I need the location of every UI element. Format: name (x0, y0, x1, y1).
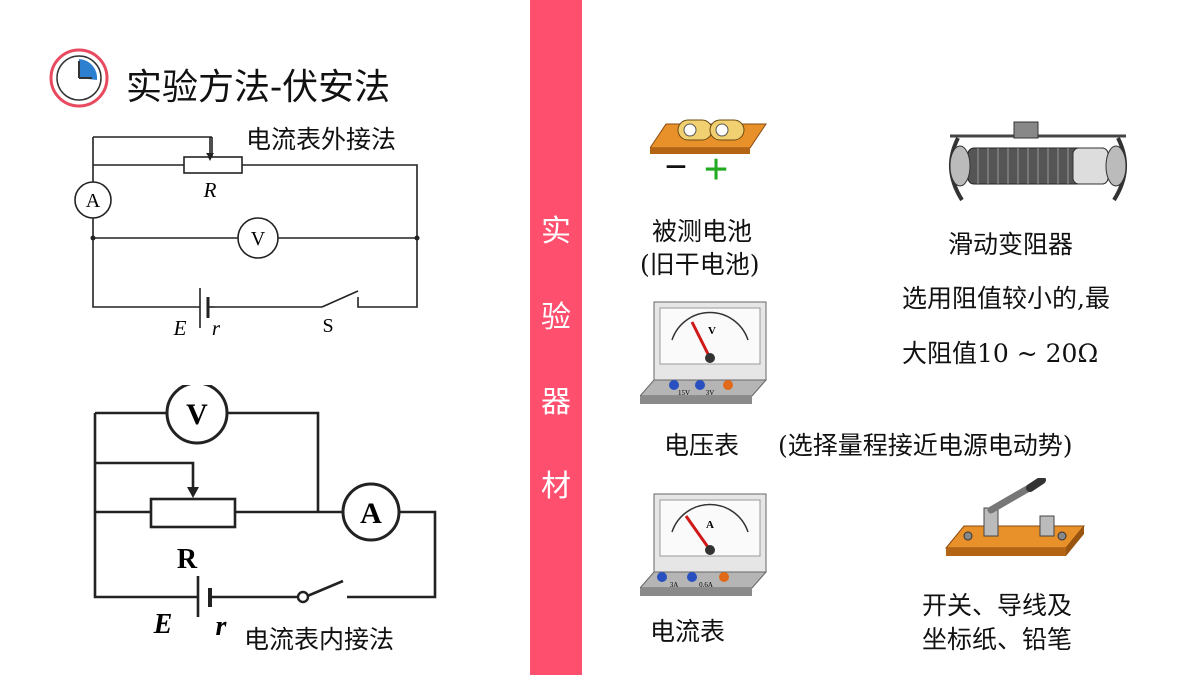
external-ammeter-label: A (86, 190, 101, 212)
external-circuit-diagram: A V R E r S (74, 136, 420, 340)
voltmeter-label: 电压表 (664, 431, 740, 460)
voltmeter-range-15v: 15V (678, 389, 690, 397)
sidebar-char: 器 (541, 385, 571, 420)
ammeter-range-06a: 0.6A (699, 581, 713, 589)
internal-circuit-diagram: V A R E r (93, 385, 437, 642)
external-circuit-caption: 电流表外接法 (246, 125, 397, 154)
page-title: 实验方法-伏安法 (126, 67, 391, 108)
voltmeter-note: (选择量程接近电源电动势) (778, 431, 1073, 460)
battery-label: 被测电池 (652, 217, 753, 246)
clock-icon (48, 47, 110, 109)
equipment-sidebar: 实 验 器 材 (530, 0, 582, 675)
rheostat-note-line2: 大阻值10 ~ 20Ω (902, 339, 1099, 368)
external-voltmeter-label: V (251, 228, 266, 250)
internal-resistor-label: R (177, 544, 198, 575)
external-emf-label: E (173, 316, 187, 340)
battery-sublabel: (旧干电池) (640, 250, 760, 279)
battery-plus-sign: + (703, 145, 728, 188)
voltmeter-icon: V 15V 3V (640, 301, 768, 404)
switch-label-line1: 开关、导线及 (922, 591, 1073, 620)
internal-voltmeter-label: V (186, 398, 208, 431)
sidebar-char: 验 (541, 300, 571, 335)
ammeter-label: 电流表 (650, 617, 726, 646)
rheostat-icon (948, 121, 1128, 202)
internal-circuit-caption: 电流表内接法 (244, 625, 395, 654)
internal-internal-resistance-label: r (216, 611, 228, 642)
internal-ammeter-label: A (360, 497, 382, 530)
voltmeter-dial-label: V (708, 325, 716, 337)
external-switch-label: S (322, 315, 333, 337)
battery-icon: − + (650, 119, 767, 188)
external-resistor-label: R (203, 178, 217, 202)
rheostat-label: 滑动变阻器 (948, 230, 1074, 259)
internal-emf-label: E (153, 609, 173, 640)
battery-minus-sign: − (665, 144, 688, 188)
ammeter-icon: A 3A 0.6A (640, 493, 768, 596)
ammeter-dial-label: A (706, 519, 714, 531)
sidebar-char: 材 (541, 469, 571, 504)
external-internal-resistance-label: r (212, 316, 221, 340)
voltmeter-range-3v: 3V (706, 389, 715, 397)
switch-icon (944, 478, 1086, 556)
switch-label-line2: 坐标纸、铅笔 (922, 625, 1073, 654)
ammeter-range-3a: 3A (670, 581, 679, 589)
sidebar-char: 实 (541, 214, 571, 249)
rheostat-note-line1: 选用阻值较小的,最 (902, 284, 1110, 313)
